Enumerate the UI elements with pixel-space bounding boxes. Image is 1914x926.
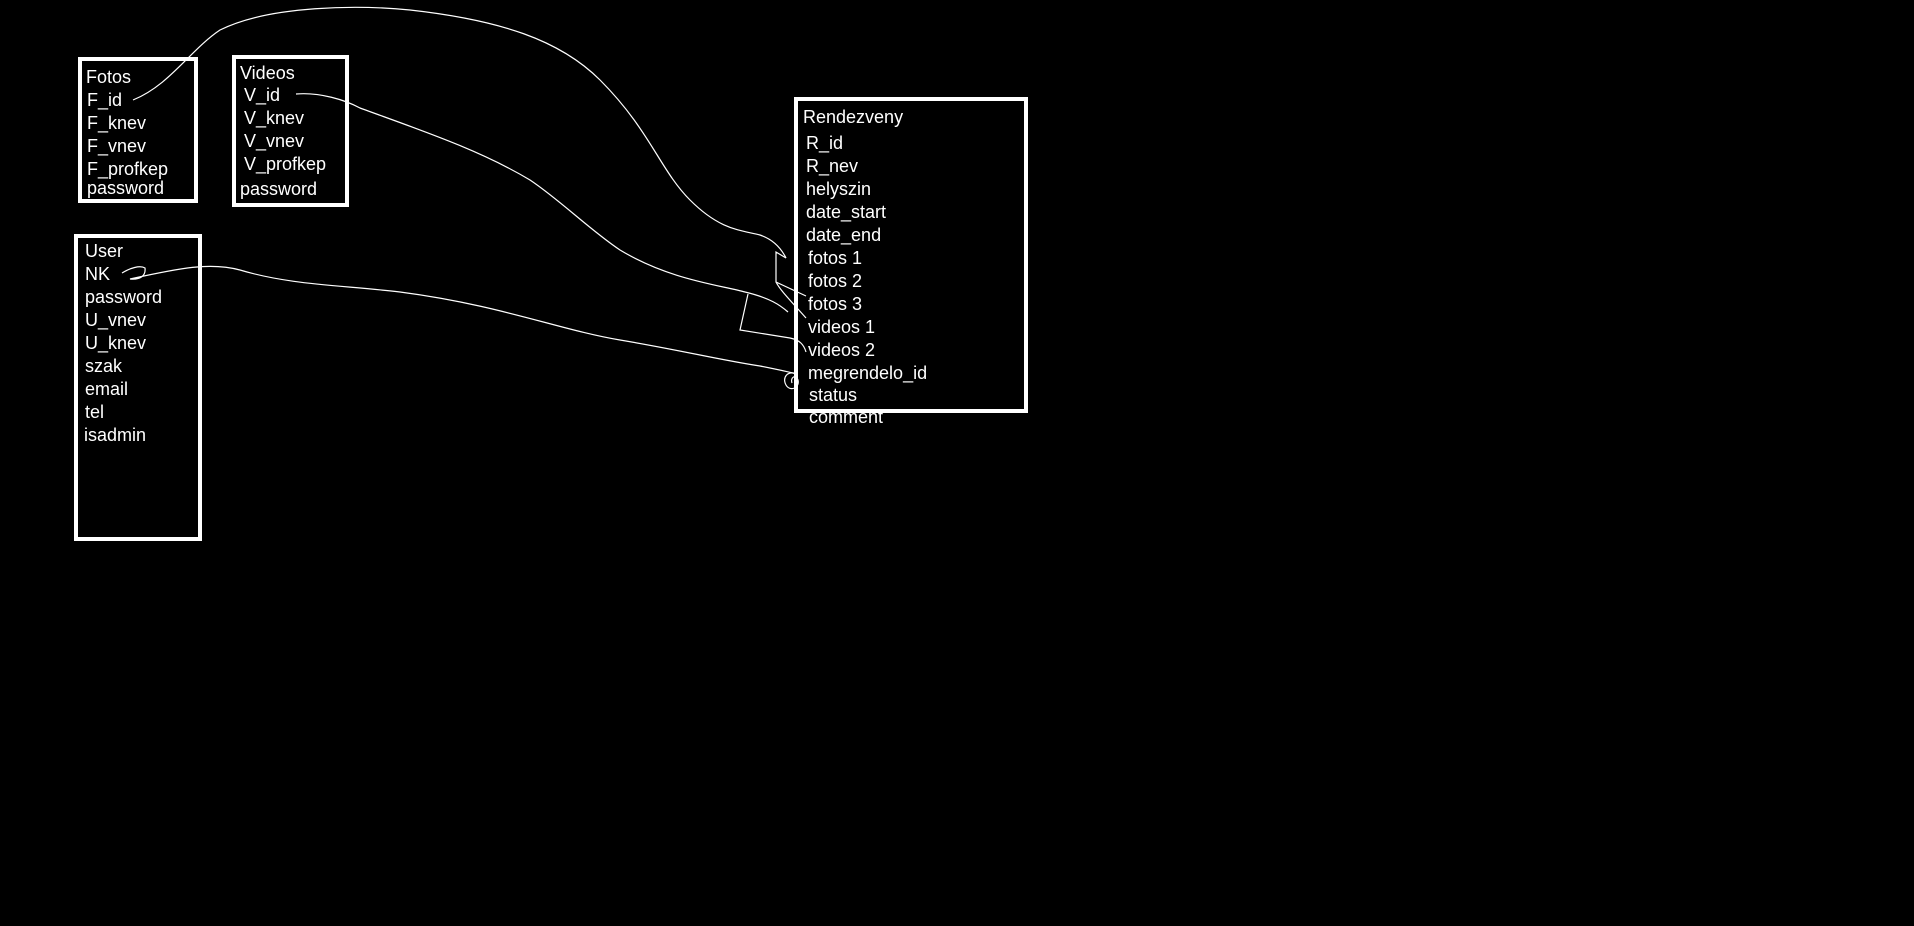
videos-field: V_profkep: [244, 154, 327, 174]
fotos-field: F_knev: [87, 113, 147, 133]
rendezveny-field: date_end: [806, 225, 882, 245]
user-field: U_vnev: [85, 310, 147, 330]
fotos-table-title: Fotos: [86, 67, 132, 87]
user-table-title: User: [85, 241, 124, 261]
user-connector-line: [121, 265, 798, 375]
user-field: tel: [85, 402, 105, 422]
rendezveny-field: comment: [809, 407, 884, 427]
rendezveny-field: videos 2: [808, 340, 876, 360]
fotos-field: F_vnev: [87, 136, 147, 156]
user-table: [74, 234, 202, 541]
rendezveny-field: date_start: [806, 202, 887, 222]
videos-field: password: [240, 179, 318, 199]
fotos-field: password: [87, 178, 165, 198]
user-field: email: [85, 379, 129, 399]
fotos-field: F_id: [87, 90, 123, 110]
rendezveny-field: fotos 3: [808, 294, 863, 314]
videos-field: V_id: [244, 85, 281, 105]
rendezveny-field: videos 1: [808, 317, 876, 337]
fotos-connector-line: [132, 6, 787, 259]
rendezveny-field: R_nev: [806, 156, 859, 176]
videos-field: V_knev: [244, 108, 305, 128]
rendezveny-field: fotos 1: [808, 248, 863, 268]
videos-field: V_vnev: [244, 131, 305, 151]
videos-table: [232, 55, 349, 207]
user-field: szak: [85, 356, 123, 376]
user-field: NK: [85, 264, 111, 284]
videos-table-title: Videos: [240, 63, 295, 83]
fotos-field: F_profkep: [87, 159, 169, 179]
rendezveny-field: helyszin: [806, 179, 872, 199]
rendezveny-table-title: Rendezveny: [803, 107, 904, 127]
rendezveny-field: R_id: [806, 133, 844, 153]
rendezveny-field: fotos 2: [808, 271, 863, 291]
fotos-table: [78, 57, 198, 203]
rendezveny-table: [794, 97, 1028, 413]
rendezveny-field: megrendelo_id: [808, 363, 928, 383]
user-field: password: [85, 287, 163, 307]
user-field: isadmin: [84, 425, 147, 445]
user-field: U_knev: [85, 333, 147, 353]
rendezveny-field: status: [809, 385, 858, 405]
videos-connector-line: [295, 93, 789, 313]
